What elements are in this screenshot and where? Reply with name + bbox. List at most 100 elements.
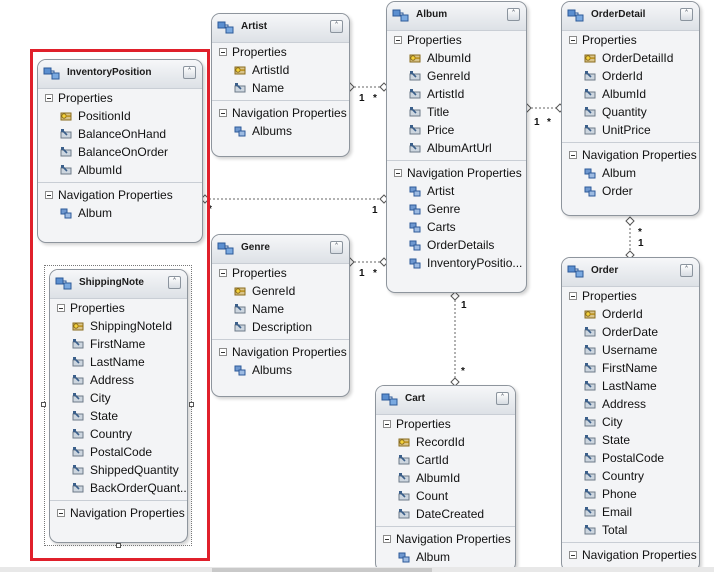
navigation-section-header[interactable]: Navigation Properties [562, 546, 699, 564]
entity-header[interactable]: Cart˄ [376, 386, 515, 415]
property-row[interactable]: GenreId [387, 67, 526, 85]
navigation-section-header[interactable]: Navigation Properties [387, 164, 526, 182]
collapse-properties-icon[interactable] [569, 36, 577, 44]
property-row[interactable]: AlbumId [562, 85, 699, 103]
properties-section-header[interactable]: Properties [212, 264, 349, 282]
property-row[interactable]: Country [50, 425, 187, 443]
property-row[interactable]: State [562, 431, 699, 449]
collapse-chevron-icon[interactable]: ˄ [680, 264, 693, 277]
property-row[interactable]: ArtistId [387, 85, 526, 103]
property-row[interactable]: Price [387, 121, 526, 139]
property-row[interactable]: UnitPrice [562, 121, 699, 139]
property-row[interactable]: Title [387, 103, 526, 121]
property-row[interactable]: State [50, 407, 187, 425]
collapse-properties-icon[interactable] [219, 48, 227, 56]
properties-section-header[interactable]: Properties [38, 89, 202, 107]
navigation-row[interactable]: Order [562, 182, 699, 200]
property-row[interactable]: CartId [376, 451, 515, 469]
entity-header[interactable]: Album˄ [387, 2, 526, 31]
navigation-row[interactable]: Albums [212, 122, 349, 140]
collapse-properties-icon[interactable] [45, 94, 53, 102]
resize-handle-right[interactable] [189, 402, 194, 407]
entity-header[interactable]: Genre˄ [212, 235, 349, 264]
property-row[interactable]: Address [50, 371, 187, 389]
navigation-row[interactable]: InventoryPositio... [387, 254, 526, 272]
entity-header[interactable]: Artist˄ [212, 14, 349, 43]
property-row[interactable]: BalanceOnHand [38, 125, 202, 143]
property-row[interactable]: Name [212, 79, 349, 97]
property-row[interactable]: Country [562, 467, 699, 485]
collapse-navigation-icon[interactable] [569, 151, 577, 159]
property-row[interactable]: AlbumId [38, 161, 202, 179]
entity-header[interactable]: OrderDetail˄ [562, 2, 699, 31]
navigation-section-header[interactable]: Navigation Properties [562, 146, 699, 164]
property-row[interactable]: PostalCode [562, 449, 699, 467]
collapse-chevron-icon[interactable]: ˄ [183, 66, 196, 79]
resize-handle-bottom[interactable] [116, 543, 121, 548]
property-row[interactable]: Count [376, 487, 515, 505]
collapse-properties-icon[interactable] [569, 292, 577, 300]
scrollbar-thumb[interactable] [212, 568, 432, 572]
property-row[interactable]: Quantity [562, 103, 699, 121]
navigation-row[interactable]: Carts [387, 218, 526, 236]
resize-handle-left[interactable] [41, 402, 46, 407]
property-row[interactable]: City [562, 413, 699, 431]
property-row[interactable]: BalanceOnOrder [38, 143, 202, 161]
navigation-row[interactable]: Album [38, 204, 202, 222]
navigation-section-header[interactable]: Navigation Properties [50, 504, 187, 522]
property-row[interactable]: Description [212, 318, 349, 336]
collapse-navigation-icon[interactable] [57, 509, 65, 517]
property-row[interactable]: AlbumId [376, 469, 515, 487]
collapse-properties-icon[interactable] [383, 420, 391, 428]
collapse-chevron-icon[interactable]: ˄ [496, 392, 509, 405]
property-row[interactable]: RecordId [376, 433, 515, 451]
properties-section-header[interactable]: Properties [376, 415, 515, 433]
properties-section-header[interactable]: Properties [562, 287, 699, 305]
property-row[interactable]: OrderDate [562, 323, 699, 341]
property-row[interactable]: Phone [562, 485, 699, 503]
collapse-navigation-icon[interactable] [569, 551, 577, 559]
property-row[interactable]: ShippedQuantity [50, 461, 187, 479]
navigation-row[interactable]: Genre [387, 200, 526, 218]
collapse-navigation-icon[interactable] [219, 348, 227, 356]
navigation-row[interactable]: Album [376, 548, 515, 566]
property-row[interactable]: LastName [562, 377, 699, 395]
navigation-section-header[interactable]: Navigation Properties [212, 343, 349, 361]
collapse-navigation-icon[interactable] [45, 191, 53, 199]
property-row[interactable]: Address [562, 395, 699, 413]
property-row[interactable]: Email [562, 503, 699, 521]
property-row[interactable]: PositionId [38, 107, 202, 125]
property-row[interactable]: Username [562, 341, 699, 359]
properties-section-header[interactable]: Properties [387, 31, 526, 49]
collapse-navigation-icon[interactable] [219, 109, 227, 117]
property-row[interactable]: OrderId [562, 67, 699, 85]
navigation-row[interactable]: Albums [212, 361, 349, 379]
property-row[interactable]: Total [562, 521, 699, 539]
property-row[interactable]: FirstName [50, 335, 187, 353]
properties-section-header[interactable]: Properties [50, 299, 187, 317]
entity-header[interactable]: ShippingNote˄ [50, 270, 187, 299]
collapse-chevron-icon[interactable]: ˄ [330, 241, 343, 254]
property-row[interactable]: AlbumArtUrl [387, 139, 526, 157]
navigation-section-header[interactable]: Navigation Properties [376, 530, 515, 548]
collapse-navigation-icon[interactable] [383, 535, 391, 543]
property-row[interactable]: DateCreated [376, 505, 515, 523]
property-row[interactable]: OrderId [562, 305, 699, 323]
property-row[interactable]: BackOrderQuant... [50, 479, 187, 497]
entity-header[interactable]: InventoryPosition˄ [38, 60, 202, 89]
property-row[interactable]: PostalCode [50, 443, 187, 461]
collapse-chevron-icon[interactable]: ˄ [330, 20, 343, 33]
properties-section-header[interactable]: Properties [562, 31, 699, 49]
collapse-properties-icon[interactable] [219, 269, 227, 277]
property-row[interactable]: GenreId [212, 282, 349, 300]
collapse-properties-icon[interactable] [394, 36, 402, 44]
